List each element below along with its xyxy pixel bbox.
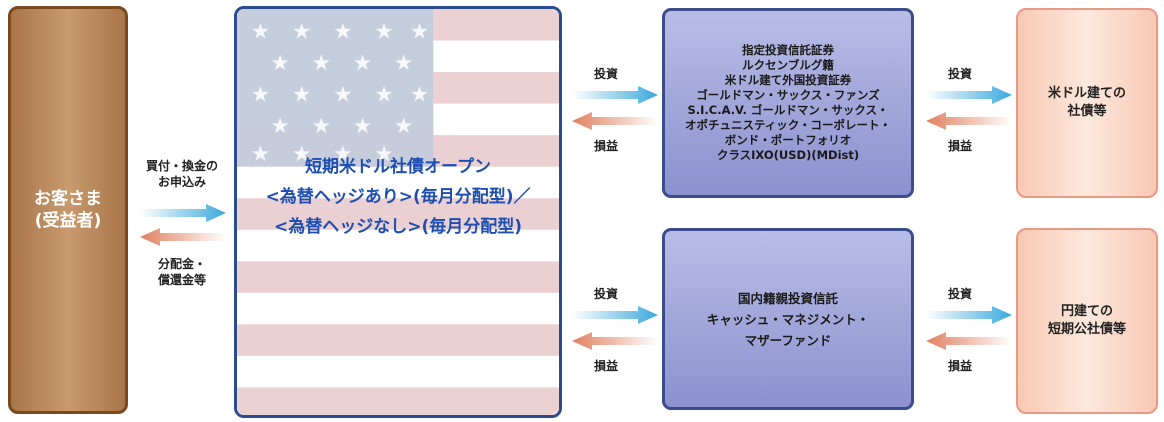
svg-text:★: ★ [251,142,270,167]
svg-text:★: ★ [292,142,311,167]
designated-fund-line: ボンド・ポートフォリオ [724,133,852,147]
svg-text:★: ★ [353,51,372,76]
svg-text:★: ★ [270,114,289,139]
svg-text:★: ★ [410,83,429,108]
designated-fund-line: クラスIXO(USD)(MDist) [716,148,860,162]
designated-fund-line: S.I.C.A.V. ゴールドマン・サックス・ [687,103,889,117]
lower-right-invest-label: 投資 [948,287,973,301]
upper-return-label: 損益 [594,139,619,153]
distribution-label: 分配金・ 償還金等 [157,257,206,287]
upper-right-invest-label: 投資 [948,67,973,81]
purchase-request-label: 買付・換金の お申込み [145,159,218,189]
lower-right-return-arrow [926,332,1012,350]
mother-fund-line: マザーファンド [744,332,832,348]
mother-fund-line: キャッシュ・マネジメント・ [706,311,870,327]
svg-text:★: ★ [292,83,311,108]
jpy-bonds-label: 円建ての [1060,304,1113,319]
distribution-arrow [140,228,226,246]
svg-text:★: ★ [333,142,352,167]
svg-text:★: ★ [292,20,311,45]
svg-text:★: ★ [312,114,331,139]
upper-invest-label: 投資 [594,67,619,81]
customer-box: お客さま (受益者) [8,6,128,414]
us-flag-background: ★★★★★ ★★★★ ★★★★★ ★★★★ ★★★★ [237,9,559,415]
svg-text:★: ★ [251,20,270,45]
svg-text:★: ★ [312,51,331,76]
designated-fund-line: 米ドル建て外国投資証券 [724,73,852,87]
subscribe-arrow [140,204,226,222]
lower-return-arrow [572,332,658,350]
upper-right-return-label: 損益 [948,139,973,153]
lower-invest-label: 投資 [594,287,619,301]
svg-text:★: ★ [251,83,270,108]
usd-bonds-sublabel: 社債等 [1067,104,1107,119]
svg-text:★: ★ [410,20,429,45]
svg-text:★: ★ [394,51,413,76]
usd-bonds-box: 米ドル建ての 社債等 [1016,8,1158,198]
upper-invest-arrow [572,86,658,104]
mother-fund-box: 国内籍親投資信託 キャッシュ・マネジメント・ マザーファンド [662,228,914,410]
mother-fund-line: 国内籍親投資信託 [737,290,838,306]
svg-text:★: ★ [353,114,372,139]
lower-return-label: 損益 [594,359,619,373]
svg-text:★: ★ [333,83,352,108]
customer-sublabel: (受益者) [34,211,102,231]
fund-name: 短期米ドル社債オープン [305,157,491,177]
designated-fund-line: 指定投資信託証券 [742,43,834,57]
lower-right-return-label: 損益 [948,359,973,373]
svg-text:★: ★ [394,114,413,139]
jpy-bonds-box: 円建ての 短期公社債等 [1016,228,1158,414]
upper-return-arrow [572,112,658,130]
fund-box: ★★★★★ ★★★★ ★★★★★ ★★★★ ★★★★ 短期米ドル社債オープン <… [234,6,562,418]
svg-text:★: ★ [374,20,393,45]
usd-bonds-label: 米ドル建ての [1047,86,1126,101]
customer-label: お客さま [34,189,102,209]
designated-fund-line: ルクセンブルグ籍 [742,58,834,72]
svg-text:★: ★ [374,142,393,167]
svg-text:★: ★ [270,51,289,76]
fund-unhedged-class: <為替ヘッジなし>(毎月分配型) [273,217,523,237]
svg-text:★: ★ [333,20,352,45]
jpy-bonds-sublabel: 短期公社債等 [1047,322,1126,337]
upper-right-return-arrow [926,112,1012,130]
fund-hedged-class: <為替ヘッジあり>(毎月分配型)／ [265,187,531,207]
designated-fund-line: ゴールドマン・サックス・ファンズ [696,88,880,102]
upper-right-invest-arrow [926,86,1012,104]
designated-fund-line: オポチュニスティック・コーポレート・ [684,118,892,132]
designated-fund-box: 指定投資信託証券 ルクセンブルグ籍 米ドル建て外国投資証券 ゴールドマン・サック… [662,8,914,198]
lower-right-invest-arrow [926,306,1012,324]
lower-invest-arrow [572,306,658,324]
svg-text:★: ★ [374,83,393,108]
